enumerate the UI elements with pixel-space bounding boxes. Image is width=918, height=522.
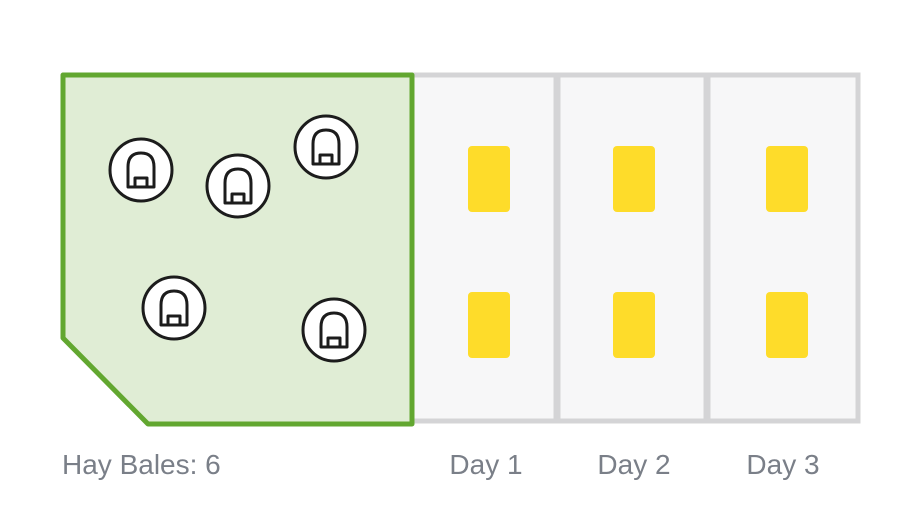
cow-head-icon[interactable] [205, 153, 271, 219]
pasture-pen[interactable] [60, 72, 415, 427]
hay-bale[interactable] [766, 292, 808, 358]
hay-bale[interactable] [613, 292, 655, 358]
day-3-label: Day 3 [746, 449, 820, 480]
day-column-3[interactable] [705, 72, 861, 424]
hay-bale[interactable] [766, 146, 808, 212]
day-columns [409, 72, 861, 424]
day-column-2[interactable] [555, 72, 709, 424]
day-1-label: Day 1 [449, 449, 523, 480]
day-column-1[interactable] [409, 72, 559, 424]
hay-bale[interactable] [613, 146, 655, 212]
day-2-label: Day 2 [597, 449, 671, 480]
cow-head-icon[interactable] [141, 275, 207, 341]
hay-bales-count-label: Hay Bales: 6 [62, 449, 221, 480]
hay-bale[interactable] [468, 292, 510, 358]
hay-bales [468, 146, 808, 358]
cow-head-icon[interactable] [301, 297, 367, 363]
cow-head-icon[interactable] [108, 137, 174, 203]
hay-bale[interactable] [468, 146, 510, 212]
cow-head-icon[interactable] [293, 114, 359, 180]
